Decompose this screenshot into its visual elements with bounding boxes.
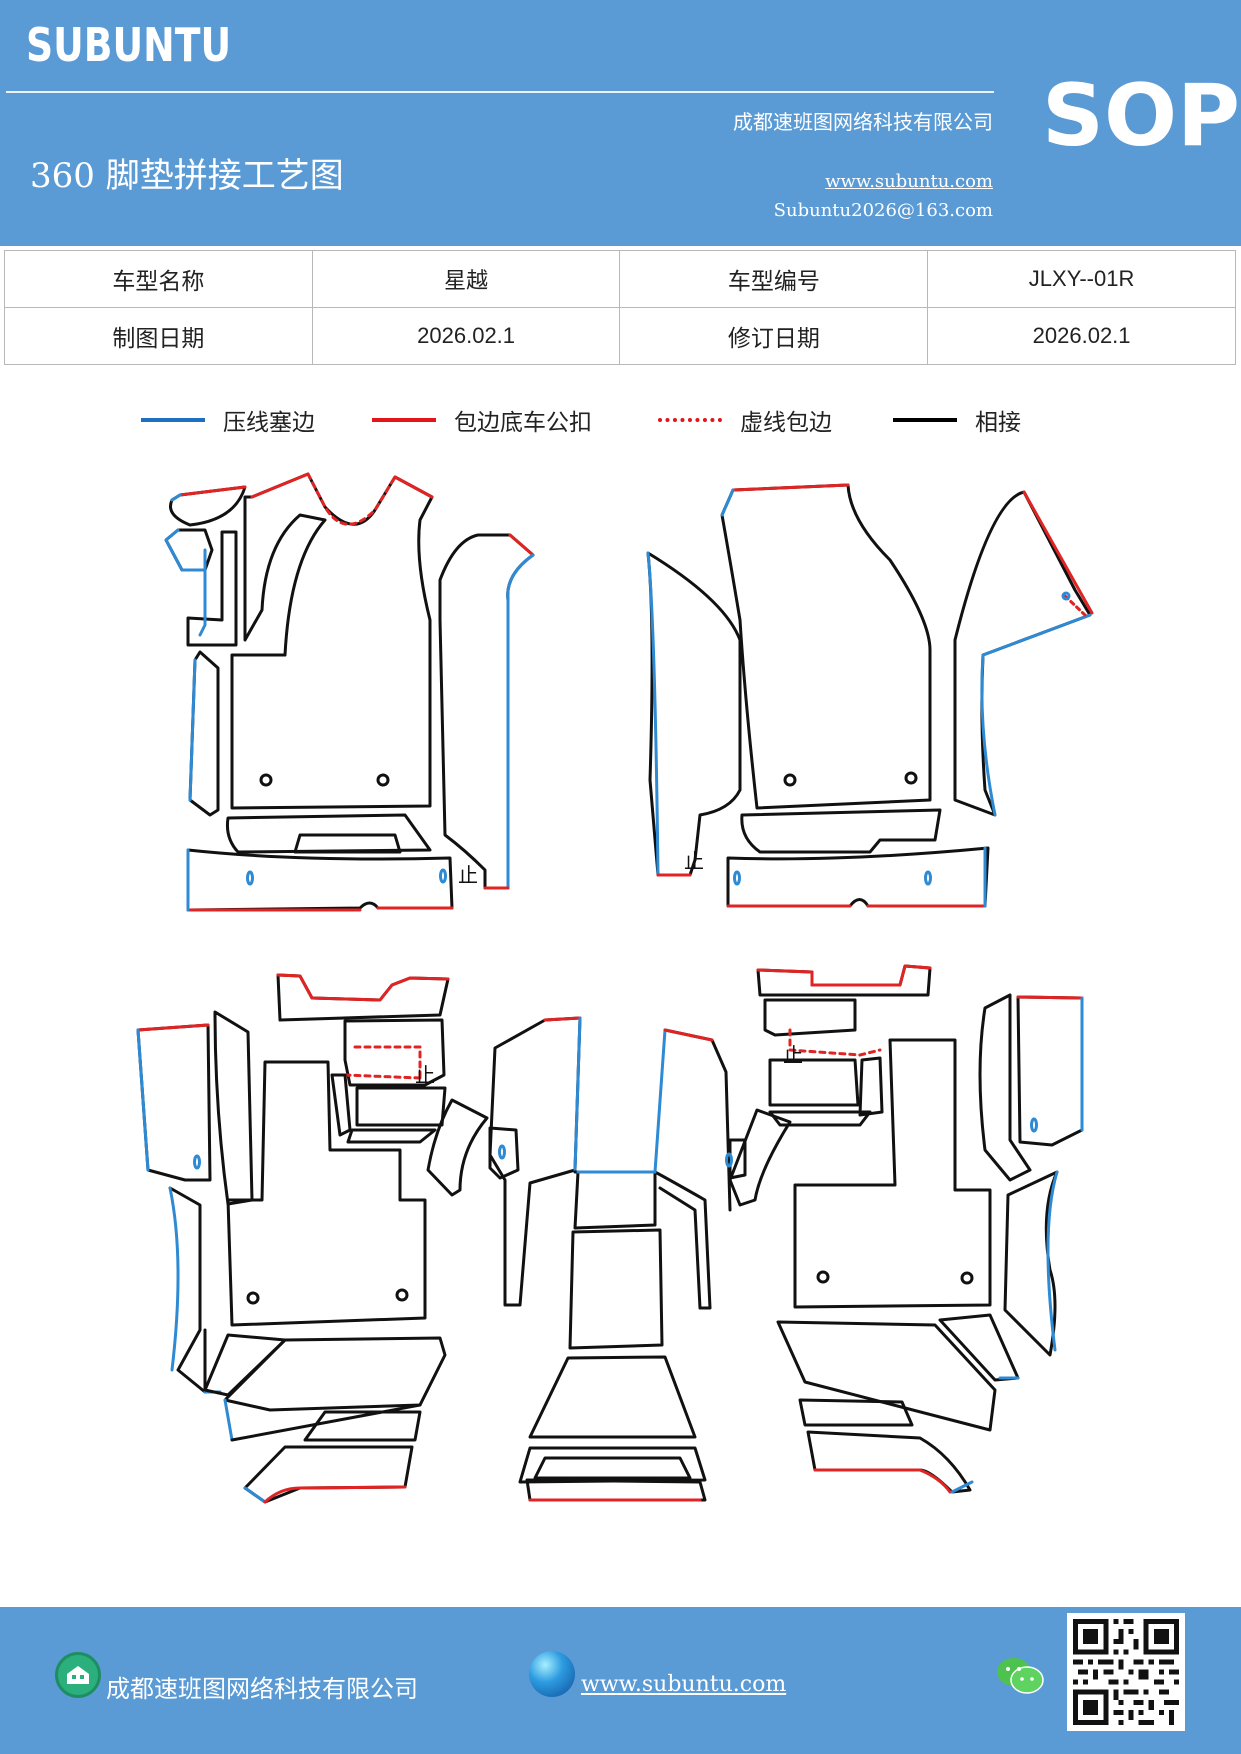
model-name-value: 星越 (311, 250, 621, 308)
legend-item-edge-wrap: 包边底车公扣 (372, 400, 592, 440)
website-link[interactable]: www.subuntu.com (825, 171, 993, 192)
model-code-value: JLXY--01R (927, 250, 1236, 308)
floor-mat-diagram: 止 止 (136, 472, 1094, 1504)
legend-swatch (372, 418, 436, 422)
legend-label: 压线塞边 (223, 410, 315, 436)
legend-swatch (141, 418, 205, 422)
stop-mark: 止 (458, 863, 478, 887)
mat-front-right: 止 (646, 483, 1094, 908)
table-row: 车型名称 星越 车型编号 JLXY--01R (4, 250, 1236, 308)
model-code-label: 车型编号 (619, 250, 929, 308)
revise-date-value: 2026.02.1 (927, 307, 1236, 365)
legend-label: 包边底车公扣 (454, 410, 592, 436)
footer-website-link[interactable]: www.subuntu.com (581, 1672, 787, 1697)
header-divider (6, 91, 994, 93)
globe-icon (529, 1651, 575, 1697)
footer-company-name: 成都速班图网络科技有限公司 (106, 1675, 418, 1703)
model-name-label: 车型名称 (4, 250, 313, 308)
company-name: 成都速班图网络科技有限公司 (733, 110, 993, 134)
draw-date-label: 制图日期 (4, 307, 313, 365)
legend-label: 虚线包边 (740, 410, 832, 436)
stop-mark: 止 (684, 849, 704, 873)
building-icon (55, 1652, 101, 1698)
legend: 压线塞边 包边底车公扣 虚线包边 相接 (0, 400, 1241, 440)
header-banner: SUBUNTU 成都速班图网络科技有限公司 www.subuntu.com Su… (0, 0, 1241, 246)
mat-rear-left: 止 (136, 973, 489, 1504)
sop-badge: SOP (1042, 66, 1241, 166)
legend-item-joint: 相接 (893, 400, 1021, 440)
footer-banner: 成都速班图网络科技有限公司 www.subuntu.com (0, 1607, 1241, 1754)
mat-front-left: 止 (164, 472, 535, 912)
info-table: 车型名称 星越 车型编号 JLXY--01R 制图日期 2026.02.1 修订… (4, 250, 1236, 365)
legend-item-dashed-wrap: 虚线包边 (658, 400, 832, 440)
mat-rear-right: 止 (725, 964, 1084, 1494)
legend-label: 相接 (975, 410, 1021, 436)
document-title: 360 脚垫拼接工艺图 (30, 156, 344, 196)
stop-mark: 止 (783, 1043, 803, 1067)
draw-date-value: 2026.02.1 (311, 307, 621, 365)
table-row: 制图日期 2026.02.1 修订日期 2026.02.1 (4, 307, 1236, 365)
mat-rear-center (488, 1016, 732, 1502)
legend-swatch (893, 418, 957, 422)
legend-swatch (658, 418, 722, 422)
legend-item-press-line: 压线塞边 (141, 400, 315, 440)
wechat-icon (997, 1658, 1044, 1694)
brand-logo: SUBUNTU (26, 18, 232, 72)
stop-mark: 止 (415, 1063, 435, 1087)
qr-code (1067, 1613, 1185, 1731)
revise-date-label: 修订日期 (619, 307, 929, 365)
email-address: Subuntu2026@163.com (773, 200, 993, 221)
